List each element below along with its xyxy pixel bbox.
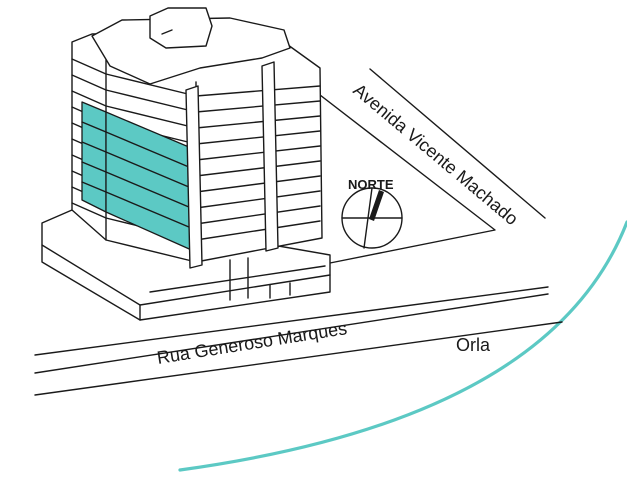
rua-edges bbox=[34, 286, 563, 396]
compass-label: NORTE bbox=[348, 177, 394, 192]
coastline bbox=[178, 220, 627, 472]
coast-label: Orla bbox=[456, 335, 491, 355]
building-roof bbox=[91, 7, 291, 85]
north-compass-icon bbox=[341, 187, 403, 249]
avenida-edges bbox=[297, 68, 546, 264]
facade-fins bbox=[185, 61, 279, 269]
highlighted-floors bbox=[81, 101, 197, 253]
